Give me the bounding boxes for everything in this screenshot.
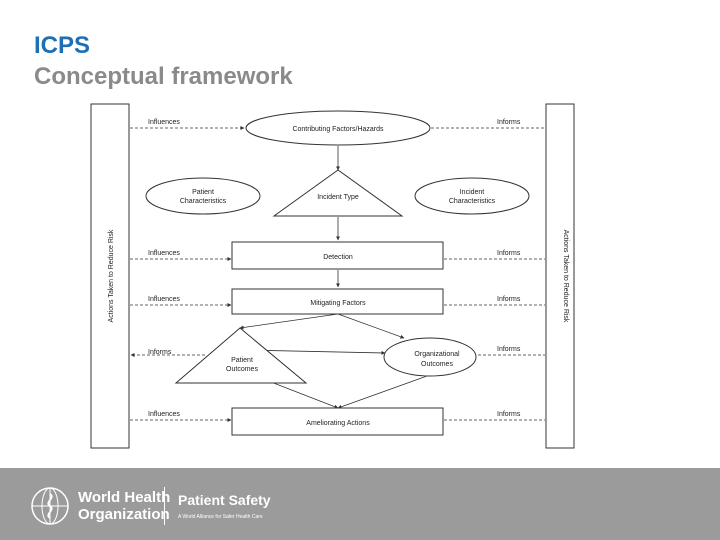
svg-text:Contributing Factors/Hazards: Contributing Factors/Hazards bbox=[292, 126, 384, 133]
svg-text:Detection: Detection bbox=[323, 254, 353, 261]
slide-title: ICPS bbox=[34, 32, 91, 59]
right-bar-label: Actions Taken to Reduce Risk bbox=[562, 230, 569, 323]
footer-divider bbox=[164, 487, 165, 525]
svg-text:Outcomes: Outcomes bbox=[421, 361, 453, 368]
label-influences-5: Influences bbox=[148, 411, 180, 418]
label-influences-2: Influences bbox=[148, 250, 180, 257]
label-informs-4: Informs bbox=[148, 349, 172, 356]
svg-text:Characteristics: Characteristics bbox=[449, 198, 496, 205]
right-action-bar bbox=[545, 103, 575, 449]
label-informs-2: Informs bbox=[497, 250, 521, 257]
node-incident-type: Incident Type bbox=[272, 169, 404, 217]
node-organizational-outcomes: Organizational Outcomes bbox=[383, 337, 477, 377]
program-tagline: A World Alliance for Safer Health Care bbox=[178, 514, 263, 520]
svg-text:Organizational: Organizational bbox=[414, 351, 460, 358]
footer-bar bbox=[0, 468, 720, 540]
label-informs-6: Informs bbox=[497, 411, 521, 418]
node-ameliorating-actions: Ameliorating Actions bbox=[231, 407, 444, 436]
svg-text:Characteristics: Characteristics bbox=[180, 198, 227, 205]
svg-text:Outcomes: Outcomes bbox=[226, 366, 258, 373]
node-incident-characteristics: Incident Characteristics bbox=[414, 177, 530, 215]
slide-subtitle: Conceptual framework bbox=[34, 63, 293, 90]
svg-text:Mitigating Factors: Mitigating Factors bbox=[310, 300, 366, 307]
label-informs-3: Informs bbox=[497, 296, 521, 303]
label-informs-5: Informs bbox=[497, 346, 521, 353]
who-emblem-icon bbox=[31, 487, 69, 525]
node-detection: Detection bbox=[231, 241, 444, 270]
left-action-bar bbox=[90, 103, 130, 449]
svg-text:Patient: Patient bbox=[192, 189, 214, 196]
org-name-line1: World Health bbox=[78, 489, 171, 506]
label-influences-3: Influences bbox=[148, 296, 180, 303]
program-title: Patient Safety bbox=[178, 492, 271, 508]
svg-text:Patient: Patient bbox=[231, 357, 253, 364]
svg-text:Incident Type: Incident Type bbox=[317, 194, 359, 201]
node-patient-characteristics: Patient Characteristics bbox=[145, 177, 261, 215]
node-patient-outcomes: Patient Outcomes bbox=[174, 327, 308, 384]
node-contributing-factors: Contributing Factors/Hazards bbox=[245, 110, 431, 146]
org-name-line2: Organization bbox=[78, 506, 170, 523]
label-informs-1: Informs bbox=[497, 119, 521, 126]
svg-text:Ameliorating Actions: Ameliorating Actions bbox=[306, 420, 370, 427]
node-mitigating-factors: Mitigating Factors bbox=[231, 288, 444, 315]
label-influences-1: Influences bbox=[148, 119, 180, 126]
left-bar-label: Actions Taken to Reduce Risk bbox=[108, 229, 115, 322]
svg-text:Incident: Incident bbox=[460, 189, 485, 196]
